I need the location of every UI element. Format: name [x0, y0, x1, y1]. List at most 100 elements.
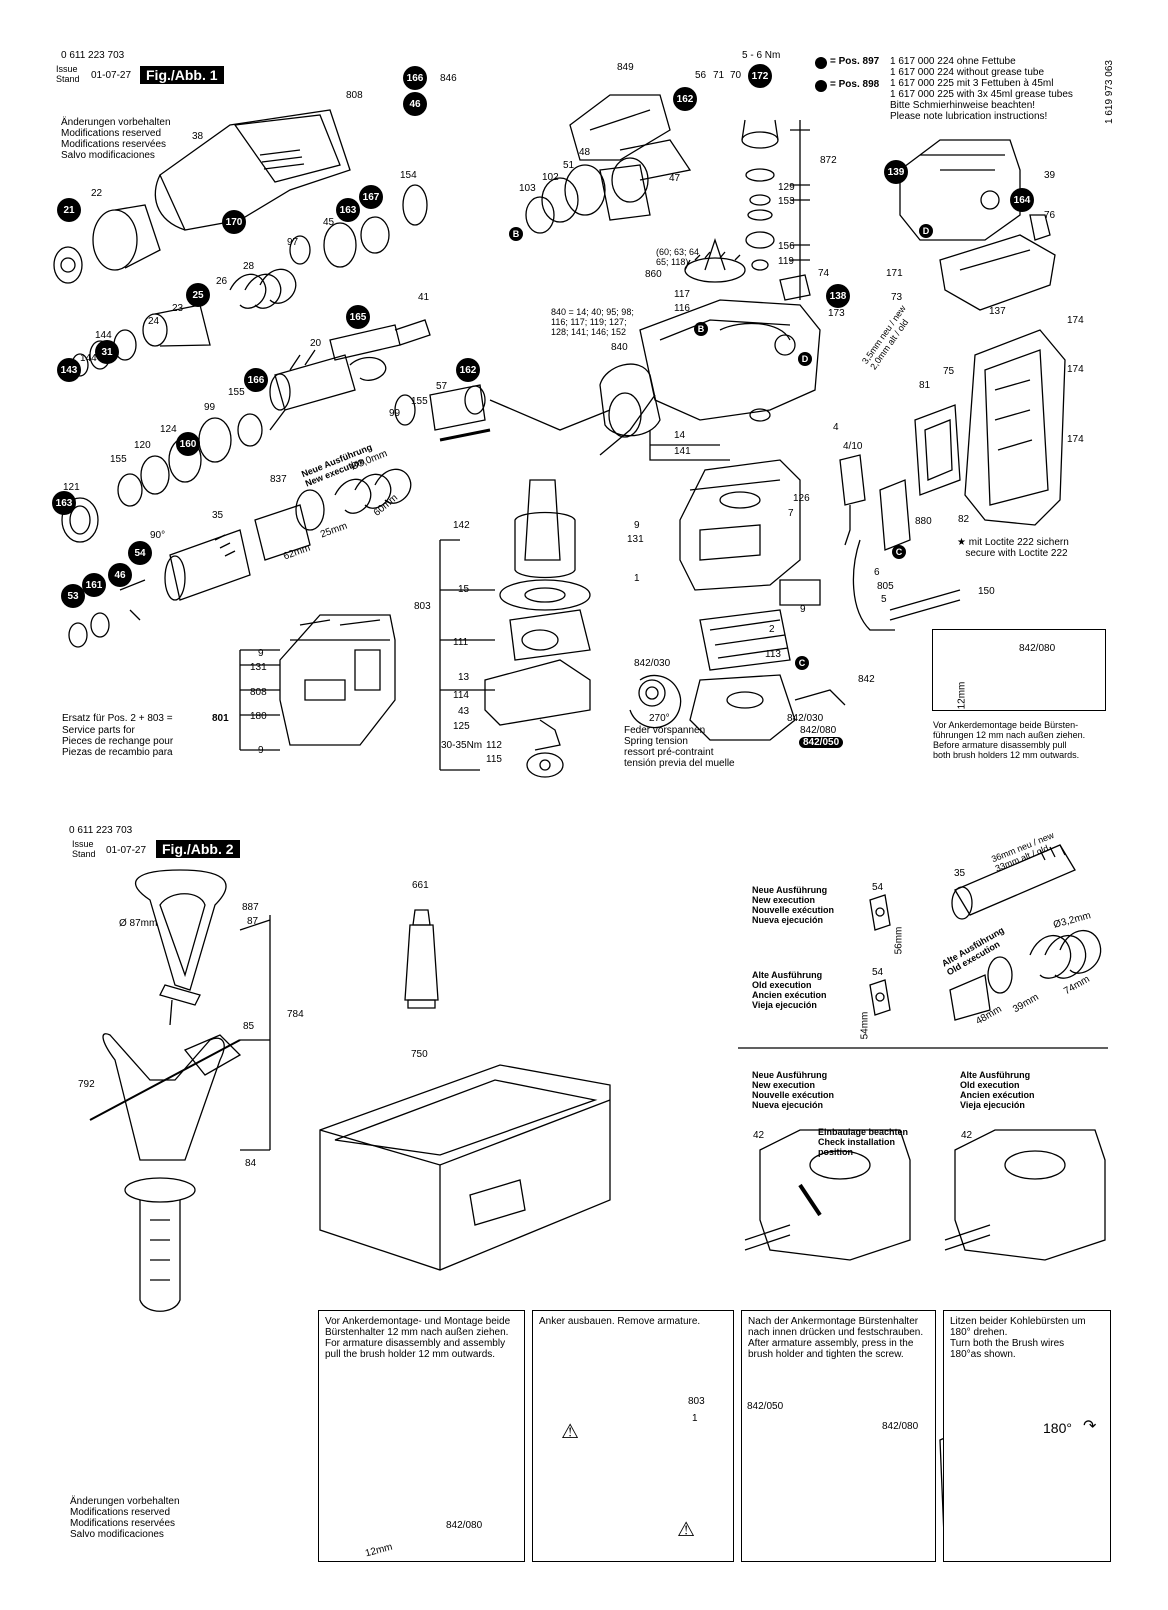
part-102: 102 [542, 172, 559, 183]
part-9d: 9 [800, 604, 806, 615]
part-39: 39 [1044, 170, 1056, 181]
part-57: 57 [436, 381, 448, 392]
fig1-issue-stand: Issue Stand [56, 64, 80, 84]
part-54: 54 [872, 882, 884, 893]
part-71: 71 [713, 70, 725, 81]
grease-dot-icon [815, 57, 827, 69]
step-3-code-080: 842/080 [882, 1421, 919, 1432]
part-6: 6 [874, 567, 880, 578]
dim-87: Ø 87mm [119, 918, 158, 929]
callout-138: 138 [826, 284, 850, 308]
part-74: 74 [818, 268, 830, 279]
part-42b: 42 [961, 1130, 973, 1141]
fig1-label: Fig./Abb. 1 [140, 66, 224, 84]
part-171: 171 [886, 268, 903, 279]
part-126: 126 [793, 493, 810, 504]
pos-897: = Pos. 897 [830, 56, 880, 67]
part-154: 154 [400, 170, 417, 181]
part-125: 125 [453, 721, 470, 732]
inset-code-842-080: 842/080 [1019, 643, 1056, 654]
part-141: 141 [674, 446, 691, 457]
part-842: 842 [858, 674, 875, 685]
callout-167: 167 [359, 185, 383, 209]
part-661: 661 [412, 880, 429, 891]
list-840: 840 = 14; 40; 95; 98; 116; 117; 119; 127… [551, 307, 634, 337]
part-121: 121 [63, 482, 80, 493]
part-2: 2 [769, 624, 775, 635]
dim-56: 56mm [893, 926, 905, 955]
part-872: 872 [820, 155, 837, 166]
callout-25: 25 [186, 283, 210, 307]
part-35: 35 [212, 510, 224, 521]
part-54b: 54 [872, 967, 884, 978]
inset-dim-12: 12mm [956, 681, 968, 710]
part-76: 76 [1044, 210, 1056, 221]
part-22: 22 [91, 188, 103, 199]
part-124: 124 [160, 424, 177, 435]
list-860: (60; 63; 64 65; 118) [656, 247, 700, 267]
callout-166b: 166 [244, 368, 268, 392]
fig1-date: 01-07-27 [91, 70, 132, 81]
part-849: 849 [617, 62, 634, 73]
fig2-part-number: 0 611 223 703 [69, 825, 133, 836]
part-116: 116 [674, 303, 690, 314]
spare-parts-title: Ersatz für Pos. 2 + 803 = [62, 713, 173, 724]
part-840: 840 [611, 342, 628, 353]
loctite-note: ★ mit Loctite 222 sichern secure with Lo… [957, 537, 1069, 559]
callout-165: 165 [346, 305, 370, 329]
fig2-notes: Änderungen vorbehalten Modifications res… [70, 1496, 180, 1540]
marker-b: B [694, 322, 708, 336]
part-4: 4 [833, 422, 839, 433]
part-103: 103 [519, 183, 536, 194]
grease-dot-icon [815, 80, 827, 92]
callout-164: 164 [1010, 188, 1034, 212]
part-805: 805 [877, 581, 894, 592]
code-842-080: 842/080 [800, 725, 837, 736]
part-115: 115 [486, 754, 502, 765]
callout-162b: 162 [456, 358, 480, 382]
part-13: 13 [458, 672, 470, 683]
part-24: 24 [148, 316, 160, 327]
spare-parts-lines: Service parts for Pieces de rechange pou… [62, 725, 174, 758]
part-41: 41 [418, 292, 430, 303]
step-panel-4: Litzen beider Kohlebürsten um 180° drehe… [943, 1310, 1111, 1562]
part-114: 114 [453, 690, 469, 701]
part-81: 81 [919, 380, 931, 391]
part-142: 142 [453, 520, 470, 531]
part-750: 750 [411, 1049, 428, 1060]
part-860: 860 [645, 269, 662, 280]
spring-note: Feder vorspannen Spring tension ressort … [624, 725, 735, 769]
part-111: 111 [453, 637, 469, 648]
rotate-arrow-icon: ↷ [1083, 1418, 1097, 1435]
step-panel-2: Anker ausbauen. Remove armature. [532, 1310, 734, 1562]
part-82: 82 [958, 514, 970, 525]
part-150: 150 [978, 586, 995, 597]
brush-note: Vor Ankerdemontage beide Bürsten- führun… [933, 720, 1086, 760]
part-120: 120 [134, 440, 151, 451]
part-1: 1 [634, 573, 640, 584]
fig2-issue-stand: Issue Stand [72, 839, 96, 859]
part-45: 45 [323, 217, 335, 228]
part-837: 837 [270, 474, 287, 485]
callout-46: 46 [403, 92, 427, 116]
part-56: 56 [695, 70, 707, 81]
callout-162: 162 [673, 87, 697, 111]
part-180: 180 [250, 711, 267, 722]
part-173: 173 [828, 308, 845, 319]
step-2-part-1: 1 [692, 1413, 698, 1424]
fig2-date: 01-07-27 [106, 845, 147, 856]
drawing-number: 1 619 973 063 [1104, 60, 1115, 124]
part-174c: 174 [1067, 434, 1084, 445]
fig1-part-number: 0 611 223 703 [61, 50, 125, 61]
step-4-text: Litzen beider Kohlebürsten um 180° drehe… [950, 1316, 1086, 1360]
part-784: 784 [287, 1009, 304, 1020]
part-7: 7 [788, 508, 794, 519]
step-panel-3: Nach der Ankermontage Bürstenhalter nach… [741, 1310, 936, 1562]
part-20: 20 [310, 338, 322, 349]
part-880: 880 [915, 516, 932, 527]
part-174: 174 [1067, 315, 1084, 326]
step-3-text: Nach der Ankermontage Bürstenhalter nach… [748, 1316, 924, 1360]
warning-icon: ⚠ [561, 1421, 579, 1443]
part-808: 808 [346, 90, 363, 101]
part-4-10: 4/10 [843, 441, 863, 452]
